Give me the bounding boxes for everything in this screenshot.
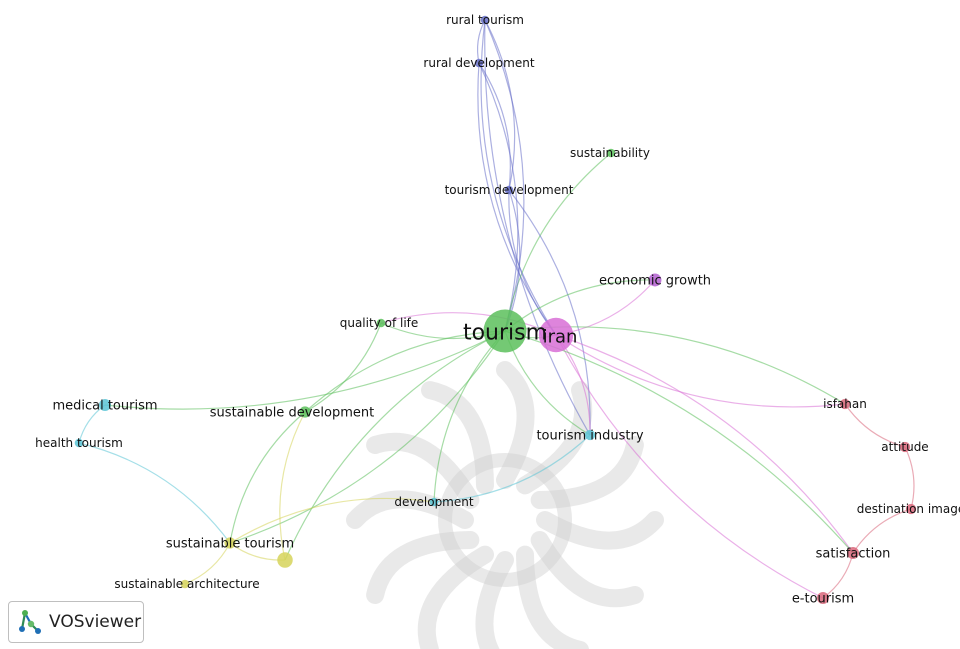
network-link [279, 411, 306, 561]
watermark-petal [530, 531, 644, 608]
label-rural-development[interactable]: rural development [423, 56, 534, 70]
label-sustainable-architecture[interactable]: sustainable architecture [114, 577, 259, 591]
node-tourism[interactable] [483, 309, 527, 353]
watermark-petal [417, 545, 494, 649]
node-economic-growth[interactable] [648, 273, 662, 287]
label-development[interactable]: development [394, 495, 473, 509]
watermark-petal [516, 545, 589, 649]
network-link [555, 334, 854, 554]
node-tourism-industry[interactable] [584, 429, 596, 441]
node-attitude[interactable] [899, 441, 911, 453]
watermark-petal [496, 361, 535, 489]
network-link [304, 330, 506, 413]
label-economic-growth[interactable]: economic growth [599, 274, 711, 289]
label-iran[interactable]: iran [543, 326, 578, 347]
network-link [508, 189, 591, 436]
label-attitude[interactable]: attitude [881, 440, 928, 454]
network-link [504, 152, 612, 332]
watermark-petal [530, 436, 644, 509]
watermark-ring [438, 453, 572, 587]
network-link [433, 434, 591, 503]
vosviewer-logo-text: VOSviewer [49, 612, 142, 632]
label-quality-of-life[interactable]: quality of life [340, 316, 419, 330]
node-sustainable-development[interactable] [299, 406, 311, 418]
network-link [852, 508, 912, 554]
node-quality-of-life[interactable] [376, 318, 386, 328]
network-link [478, 62, 511, 191]
node-health-tourism[interactable] [74, 438, 84, 448]
network-link [555, 334, 846, 408]
node-destination-image[interactable] [905, 503, 917, 515]
network-link [508, 189, 557, 336]
node-e-tourism[interactable] [816, 591, 830, 605]
network-link [304, 322, 382, 413]
network-nodes[interactable] [74, 15, 917, 605]
network-links [78, 19, 915, 599]
watermark-petal [516, 381, 593, 495]
node-sustainable-tourism[interactable] [224, 537, 236, 549]
label-destination-image[interactable]: destination image [857, 502, 960, 516]
node-medical-tourism[interactable] [98, 398, 112, 412]
watermark-petal [366, 531, 480, 604]
label-tourism[interactable]: tourism [463, 321, 547, 346]
label-sustainability[interactable]: sustainability [570, 146, 650, 160]
label-tourism-development[interactable]: tourism development [445, 183, 574, 197]
network-link [844, 403, 906, 448]
network-link [78, 442, 231, 544]
node-satisfaction[interactable] [846, 546, 860, 560]
node-iran[interactable] [538, 317, 574, 353]
watermark-petal [536, 511, 664, 550]
label-isfahan[interactable]: isfahan [823, 397, 867, 411]
label-medical-tourism[interactable]: medical tourism [52, 399, 157, 414]
watermark-petal [475, 551, 514, 649]
label-rural-tourism[interactable]: rural tourism [446, 13, 524, 27]
label-e-tourism[interactable]: e-tourism [792, 592, 854, 607]
network-link [484, 19, 591, 436]
node-sustainable-architecture[interactable] [180, 579, 190, 589]
network-link [229, 411, 306, 544]
label-tourism-industry[interactable]: tourism industry [536, 429, 643, 444]
node-rural-development[interactable] [474, 58, 484, 68]
network-link [284, 330, 506, 561]
watermark-petal [421, 381, 494, 495]
label-satisfaction[interactable]: satisfaction [816, 547, 891, 562]
network-link [555, 334, 824, 599]
network-link [904, 446, 915, 510]
label-sustainable-development[interactable]: sustainable development [210, 406, 374, 421]
vosviewer-logo-icon [19, 610, 41, 634]
node-isfahan[interactable] [839, 398, 851, 410]
network-link [484, 19, 525, 332]
network-link [380, 312, 557, 336]
network-link [104, 330, 506, 410]
watermark-ornament [346, 361, 664, 649]
network-link [478, 62, 519, 332]
network-link [433, 330, 506, 503]
node-rural-tourism[interactable] [480, 15, 490, 25]
node-unlabeled-yellow[interactable] [277, 552, 293, 568]
vosviewer-logo-button[interactable]: VOSviewer [8, 601, 144, 643]
node-sustainability[interactable] [606, 148, 616, 158]
network-link [229, 497, 435, 544]
node-tourism-development[interactable] [504, 185, 514, 195]
label-sustainable-tourism[interactable]: sustainable tourism [166, 537, 294, 552]
label-health-tourism[interactable]: health tourism [35, 436, 123, 450]
watermark-petal [346, 490, 474, 529]
network-link [229, 330, 506, 544]
watermark-petal [366, 432, 480, 509]
node-development[interactable] [429, 497, 439, 507]
